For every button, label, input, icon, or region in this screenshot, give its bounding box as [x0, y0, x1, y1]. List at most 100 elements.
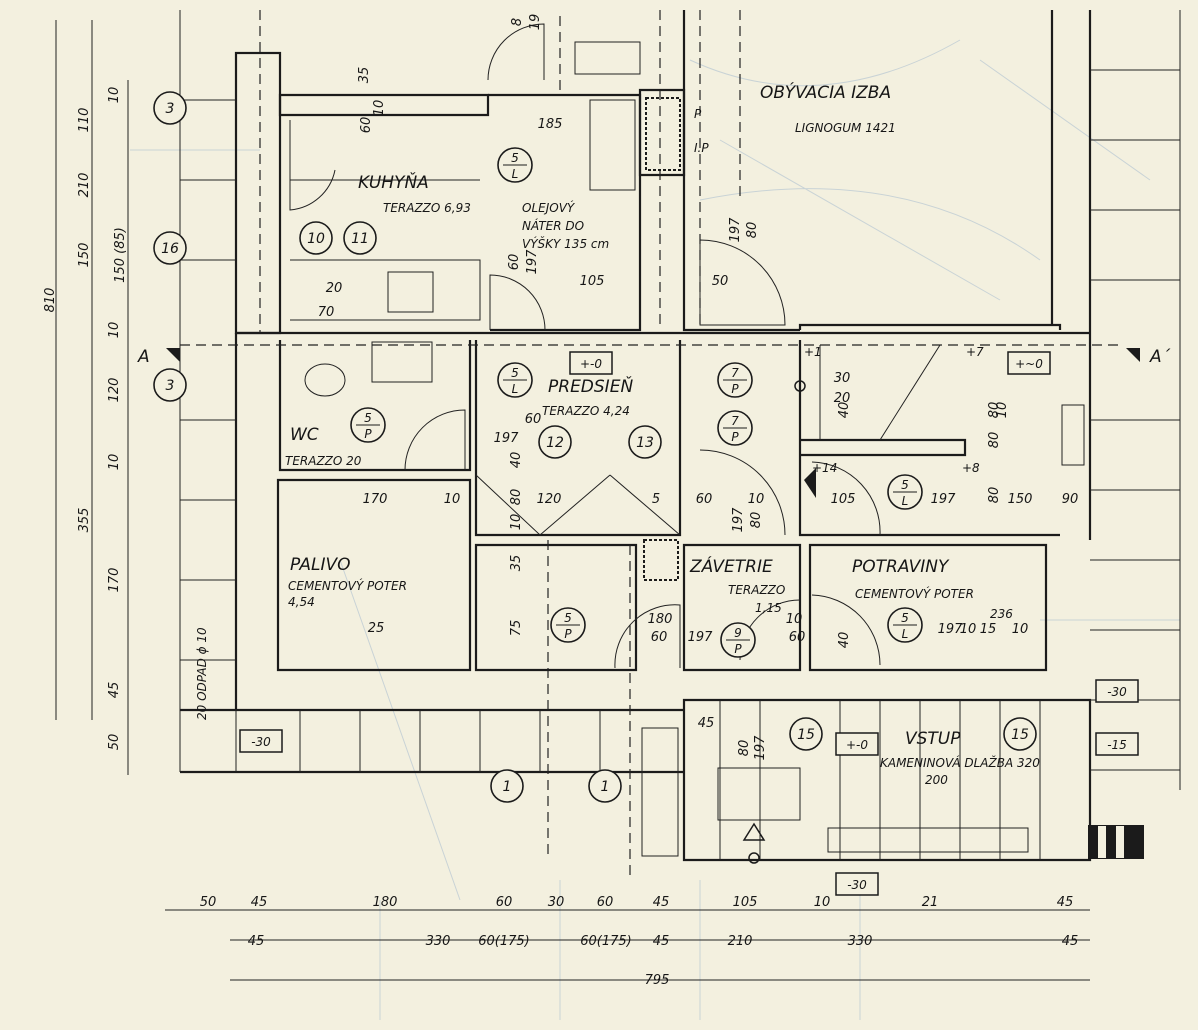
level-box: -30: [835, 872, 879, 896]
item-marker-label: 3: [166, 101, 175, 117]
level-value: +-0: [580, 357, 602, 371]
door-marker-bottom: L: [512, 167, 519, 181]
stair-mark: +8: [962, 461, 980, 475]
dimension-label: 19: [528, 14, 543, 31]
dimension-label: 10: [1012, 622, 1029, 637]
dimension-label: 330: [426, 934, 451, 949]
dimension-label: 10: [509, 514, 524, 531]
item-marker: 13: [628, 425, 662, 459]
dimension-label: 150 (85): [113, 227, 128, 283]
room-wc-floor: TERAZZO 20: [285, 454, 362, 468]
room-potraviny-area: 236: [990, 607, 1013, 621]
dimension-label: 5: [652, 492, 660, 507]
door-marker: 9P: [720, 622, 756, 658]
dimension-lines: [55, 20, 1090, 981]
section-label-right: A´: [1149, 347, 1171, 367]
dimension-label: 80: [987, 487, 1002, 504]
item-marker-label: 12: [546, 435, 564, 451]
stair-mark: +1: [804, 345, 822, 359]
door-swings: [289, 23, 881, 669]
door-marker-top: 5: [901, 611, 909, 625]
door-marker-top: 7: [731, 414, 739, 428]
dimension-label: 795: [645, 973, 670, 988]
door-marker-top: 5: [511, 366, 519, 380]
room-wc-name: WC: [290, 425, 319, 445]
dimension-label: 60: [496, 895, 513, 910]
door-marker-top: 9: [734, 626, 742, 640]
dimension-label: 15: [980, 622, 997, 637]
level-value: -30: [1107, 685, 1127, 699]
dimension-label: 60(175): [580, 934, 632, 949]
dimension-label: 10: [748, 492, 765, 507]
dimension-label: 30: [548, 895, 565, 910]
level-box: +-0: [569, 351, 613, 375]
dimension-label: 150: [77, 243, 92, 268]
door-marker: 5P: [550, 607, 586, 643]
walls: [180, 10, 1092, 862]
dimension-label: 180: [648, 612, 673, 627]
item-marker-label: 13: [636, 435, 654, 451]
level-value: +-0: [846, 738, 868, 752]
dimension-label: 10: [444, 492, 461, 507]
dimension-label: 40: [509, 452, 524, 469]
door-marker-bottom: P: [564, 627, 572, 641]
item-marker: 3: [153, 368, 187, 402]
dimension-label: 110: [77, 108, 92, 133]
dimension-label: 197: [931, 492, 957, 507]
room-palivo-floor: CEMENTOVÝ POTER: [288, 578, 407, 593]
chimney-blocks: [166, 97, 1144, 864]
door-marker: 5L: [887, 474, 923, 510]
item-marker-label: 11: [351, 231, 369, 247]
dimension-label: 60: [597, 895, 614, 910]
dimension-label: 10: [107, 322, 122, 339]
dimension-label: 330: [848, 934, 873, 949]
room-palivo-area: 4,54: [288, 595, 315, 609]
door-marker-bottom: P: [734, 642, 742, 656]
dimension-label: 45: [251, 895, 268, 910]
dimension-label: 45: [1062, 934, 1079, 949]
dimension-label: 70: [318, 305, 335, 320]
door-marker-bottom: P: [731, 382, 739, 396]
item-marker: 11: [343, 221, 377, 255]
dimension-label: 105: [733, 895, 758, 910]
hidden-lines: [180, 10, 1120, 880]
dimension-label: 45: [1057, 895, 1074, 910]
dimension-label: 50: [712, 274, 729, 289]
dimension-label: 105: [580, 274, 605, 289]
dimension-label: 10: [960, 622, 977, 637]
item-marker-label: 1: [601, 779, 610, 795]
door-marker-top: 7: [731, 366, 739, 380]
dimension-label: 60(175): [478, 934, 530, 949]
dimension-label: 10: [814, 895, 831, 910]
item-marker-label: 15: [1011, 727, 1029, 743]
dimension-label: 20: [834, 391, 851, 406]
room-palivo-name: PALIVO: [290, 555, 351, 575]
dimension-label: 197: [494, 431, 520, 446]
dimension-label: 10: [372, 100, 387, 117]
dimension-label: 40: [837, 632, 852, 649]
stair-mark: +7: [966, 345, 984, 359]
dimension-label: 45: [653, 895, 670, 910]
kitchen-note-line3: VÝŠKY 135 cm: [522, 236, 609, 251]
dimension-label: 10: [107, 87, 122, 104]
room-vstup-floor: KAMENINOVÁ DLAŽBA 320: [880, 755, 1040, 770]
stair-mark: +14: [812, 461, 837, 475]
dimension-label: 45: [653, 934, 670, 949]
dimension-label: 45: [107, 682, 122, 699]
chimney-label-p: P: [694, 107, 702, 121]
level-value: -30: [847, 878, 867, 892]
door-marker-top: 5: [901, 478, 909, 492]
dimension-label: 80: [987, 432, 1002, 449]
door-marker-top: 5: [511, 151, 519, 165]
dimension-label: 185: [538, 117, 563, 132]
door-marker-bottom: L: [512, 382, 519, 396]
level-box: +~0: [1007, 351, 1051, 375]
level-boxes: +-0+~0+-0-30-30-15-30: [239, 351, 1139, 896]
dimension-label: 35: [357, 67, 372, 84]
item-marker: 15: [1003, 717, 1037, 751]
item-marker: 16: [153, 231, 187, 265]
dimension-label: 197: [688, 630, 714, 645]
kitchen-note-line2: NÁTER DO: [522, 218, 584, 233]
room-zavetrie-area: 1,15: [755, 601, 782, 615]
